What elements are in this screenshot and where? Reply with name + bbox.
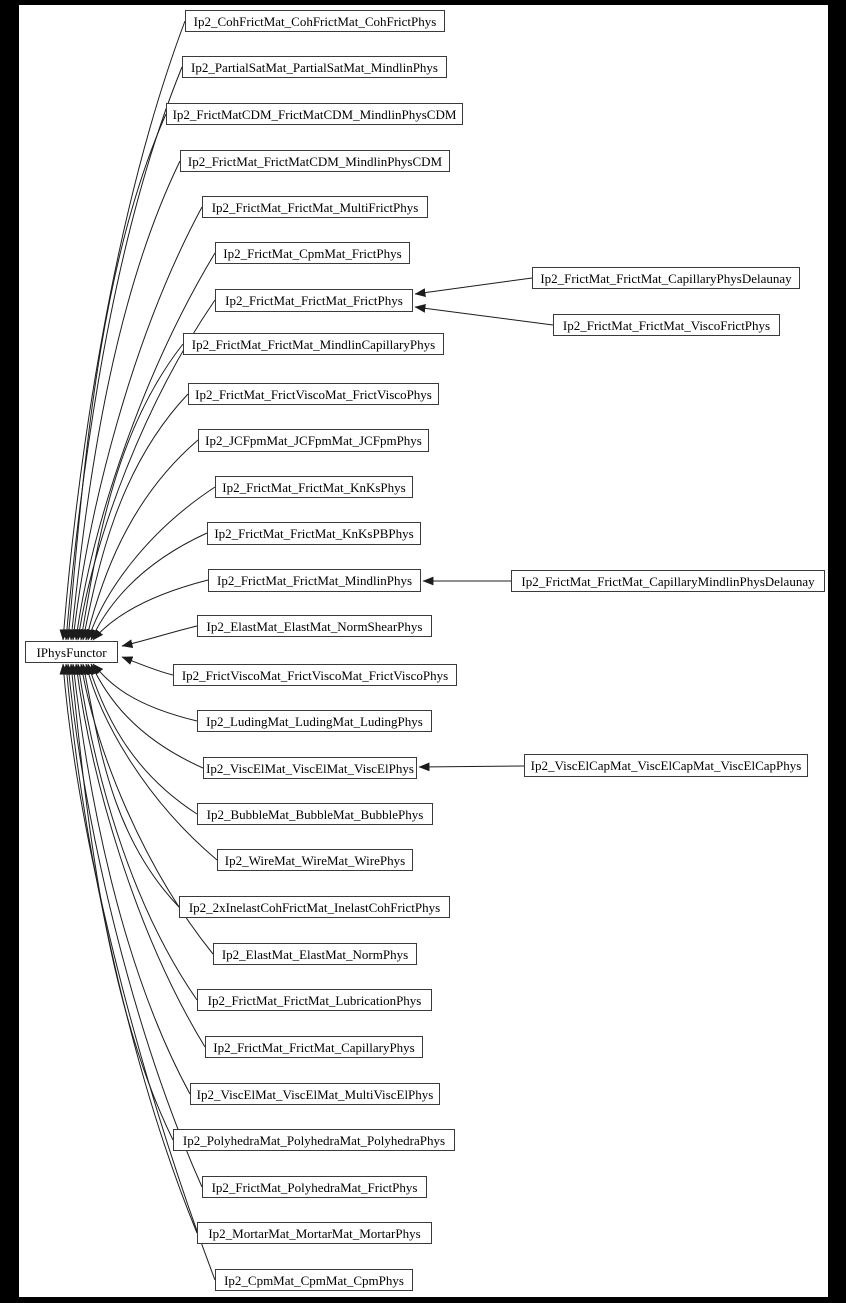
class-node[interactable]: Ip2_JCFpmMat_JCFpmMat_JCFpmPhys: [198, 429, 429, 452]
class-node[interactable]: Ip2_FrictViscoMat_FrictViscoMat_FrictVis…: [173, 664, 457, 686]
class-node[interactable]: Ip2_BubbleMat_BubbleMat_BubblePhys: [197, 803, 433, 825]
class-node[interactable]: Ip2_CpmMat_CpmMat_CpmPhys: [215, 1269, 413, 1291]
class-node[interactable]: Ip2_FrictMat_FrictMatCDM_MindlinPhysCDM: [180, 150, 450, 172]
class-node[interactable]: Ip2_FrictMat_FrictMat_LubricationPhys: [197, 989, 432, 1011]
class-node[interactable]: Ip2_FrictMat_FrictViscoMat_FrictViscoPhy…: [188, 383, 439, 405]
class-node[interactable]: Ip2_FrictMat_FrictMat_ViscoFrictPhys: [553, 314, 780, 336]
class-node[interactable]: Ip2_FrictMat_FrictMat_MindlinCapillaryPh…: [183, 333, 444, 355]
class-node[interactable]: Ip2_PartialSatMat_PartialSatMat_MindlinP…: [182, 56, 447, 78]
class-node[interactable]: Ip2_FrictMat_FrictMat_MultiFrictPhys: [202, 196, 428, 218]
class-node[interactable]: Ip2_2xInelastCohFrictMat_InelastCohFrict…: [179, 896, 450, 918]
class-node[interactable]: Ip2_ElastMat_ElastMat_NormShearPhys: [197, 615, 432, 637]
class-node[interactable]: Ip2_FrictMatCDM_FrictMatCDM_MindlinPhysC…: [166, 103, 463, 125]
class-node[interactable]: Ip2_ElastMat_ElastMat_NormPhys: [213, 943, 417, 965]
class-node[interactable]: Ip2_FrictMat_FrictMat_MindlinPhys: [208, 569, 421, 592]
class-node[interactable]: Ip2_FrictMat_CpmMat_FrictPhys: [215, 242, 410, 264]
class-node[interactable]: Ip2_FrictMat_FrictMat_KnKsPBPhys: [207, 522, 421, 545]
class-node[interactable]: Ip2_CohFrictMat_CohFrictMat_CohFrictPhys: [185, 10, 445, 32]
class-node[interactable]: Ip2_MortarMat_MortarMat_MortarPhys: [197, 1222, 432, 1244]
class-node[interactable]: Ip2_ViscElCapMat_ViscElCapMat_ViscElCapP…: [524, 754, 808, 777]
class-node[interactable]: Ip2_FrictMat_PolyhedraMat_FrictPhys: [202, 1176, 427, 1198]
class-node[interactable]: Ip2_PolyhedraMat_PolyhedraMat_PolyhedraP…: [173, 1129, 455, 1151]
class-node[interactable]: Ip2_FrictMat_FrictMat_CapillaryMindlinPh…: [511, 570, 825, 592]
class-node[interactable]: Ip2_FrictMat_FrictMat_KnKsPhys: [215, 476, 413, 498]
class-node[interactable]: Ip2_FrictMat_FrictMat_CapillaryPhysDelau…: [532, 267, 800, 289]
class-node-root: IPhysFunctor: [25, 641, 118, 663]
class-node[interactable]: Ip2_ViscElMat_ViscElMat_MultiViscElPhys: [190, 1083, 440, 1105]
class-node[interactable]: Ip2_ViscElMat_ViscElMat_ViscElPhys: [203, 757, 417, 779]
class-node[interactable]: Ip2_WireMat_WireMat_WirePhys: [217, 849, 413, 871]
class-node[interactable]: Ip2_FrictMat_FrictMat_CapillaryPhys: [205, 1036, 423, 1058]
class-node[interactable]: Ip2_FrictMat_FrictMat_FrictPhys: [215, 289, 413, 312]
class-node[interactable]: Ip2_LudingMat_LudingMat_LudingPhys: [197, 710, 432, 732]
